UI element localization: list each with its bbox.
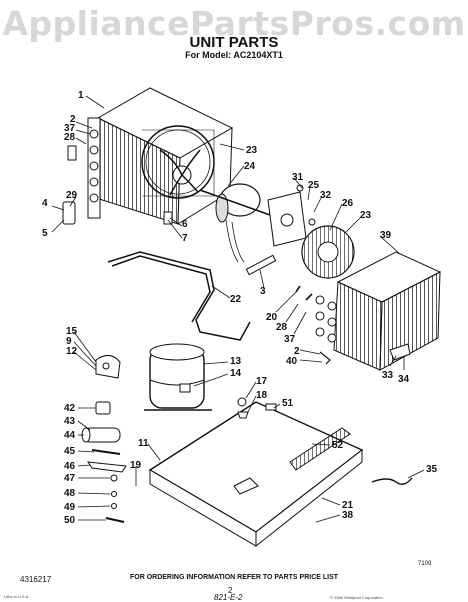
callout-32: 32 (320, 190, 332, 201)
callout-17: 17 (256, 376, 268, 387)
callout-12: 12 (66, 346, 78, 357)
callout-2: 2 (70, 114, 76, 125)
callout-20: 20 (266, 312, 278, 323)
terminal-cover (95, 355, 121, 379)
callout-28-right: 28 (276, 322, 288, 333)
callout-34: 34 (398, 374, 410, 385)
compressor (144, 343, 212, 411)
callout-5: 5 (42, 228, 48, 239)
copyright: © 1988 Whirlpool Corporation (330, 595, 383, 600)
callout-14: 14 (230, 368, 242, 379)
callout-11: 11 (138, 438, 149, 449)
callout-7: 7 (182, 233, 188, 244)
callout-37-right: 37 (284, 334, 296, 345)
model-subtitle: For Model: AC2104XT1 (185, 50, 283, 60)
capacitor-hardware (81, 401, 127, 523)
part-number: 4316217 (20, 575, 52, 584)
fan-motor (199, 183, 271, 263)
callout-50: 50 (64, 515, 76, 526)
callout-46: 46 (64, 461, 76, 472)
callout-47: 47 (64, 473, 76, 484)
callout-29: 29 (66, 190, 78, 201)
callout-52: 52 (332, 440, 344, 451)
callout-37: 37 (64, 123, 76, 134)
callout-23-right: 23 (360, 210, 372, 221)
callout-1: 1 (78, 90, 84, 101)
callout-2-right: 2 (294, 346, 300, 357)
callout-40: 40 (286, 356, 298, 367)
callout-33: 33 (382, 370, 394, 381)
litho-note: Litho in U.S.A. (4, 594, 30, 599)
callout-45: 45 (64, 446, 76, 457)
callout-9: 9 (66, 336, 72, 347)
callout-22: 22 (230, 294, 242, 305)
callout-19: 19 (130, 460, 142, 471)
callout-43: 43 (64, 416, 76, 427)
callout-25: 25 (308, 180, 320, 191)
callout-23: 23 (246, 145, 258, 156)
callout-labels: 1 2 37 28 29 4 5 6 7 23 24 31 25 32 26 2… (42, 90, 438, 526)
callout-44: 44 (64, 430, 76, 441)
evaporator-coil (87, 87, 234, 225)
drawing-code: 7109 (418, 561, 432, 567)
callout-35: 35 (426, 464, 438, 475)
watermark: AppliancePartsPros.com (2, 4, 466, 43)
callout-15: 15 (66, 326, 78, 337)
callout-3: 3 (260, 286, 266, 297)
callout-4: 4 (42, 198, 48, 209)
callout-48: 48 (64, 488, 76, 499)
blower-wheel (301, 225, 355, 279)
callout-26: 26 (342, 198, 354, 209)
motor-bracket (267, 184, 316, 247)
small-hardware (62, 145, 413, 485)
callout-24: 24 (244, 161, 256, 172)
callout-38: 38 (342, 510, 354, 521)
page-number: 2 (228, 586, 233, 595)
callout-6: 6 (182, 219, 188, 230)
leader-lines (51, 95, 425, 523)
handwritten-note: 821-E-2 (214, 593, 243, 602)
callout-31: 31 (292, 172, 304, 183)
callout-28: 28 (64, 132, 76, 143)
refrigerant-tubing (107, 251, 251, 341)
callout-39: 39 (380, 230, 392, 241)
callout-42: 42 (64, 403, 76, 414)
ordering-info: FOR ORDERING INFORMATION REFER TO PARTS … (129, 574, 339, 581)
callout-49: 49 (64, 502, 76, 513)
callout-21: 21 (342, 500, 354, 511)
page-title: UNIT PARTS (189, 34, 279, 51)
blower-wheel-front (141, 125, 215, 199)
base-pan (148, 401, 364, 548)
condenser-coil (315, 251, 442, 371)
callout-51: 51 (282, 398, 294, 409)
callout-18: 18 (256, 390, 268, 401)
callout-13: 13 (230, 356, 242, 367)
